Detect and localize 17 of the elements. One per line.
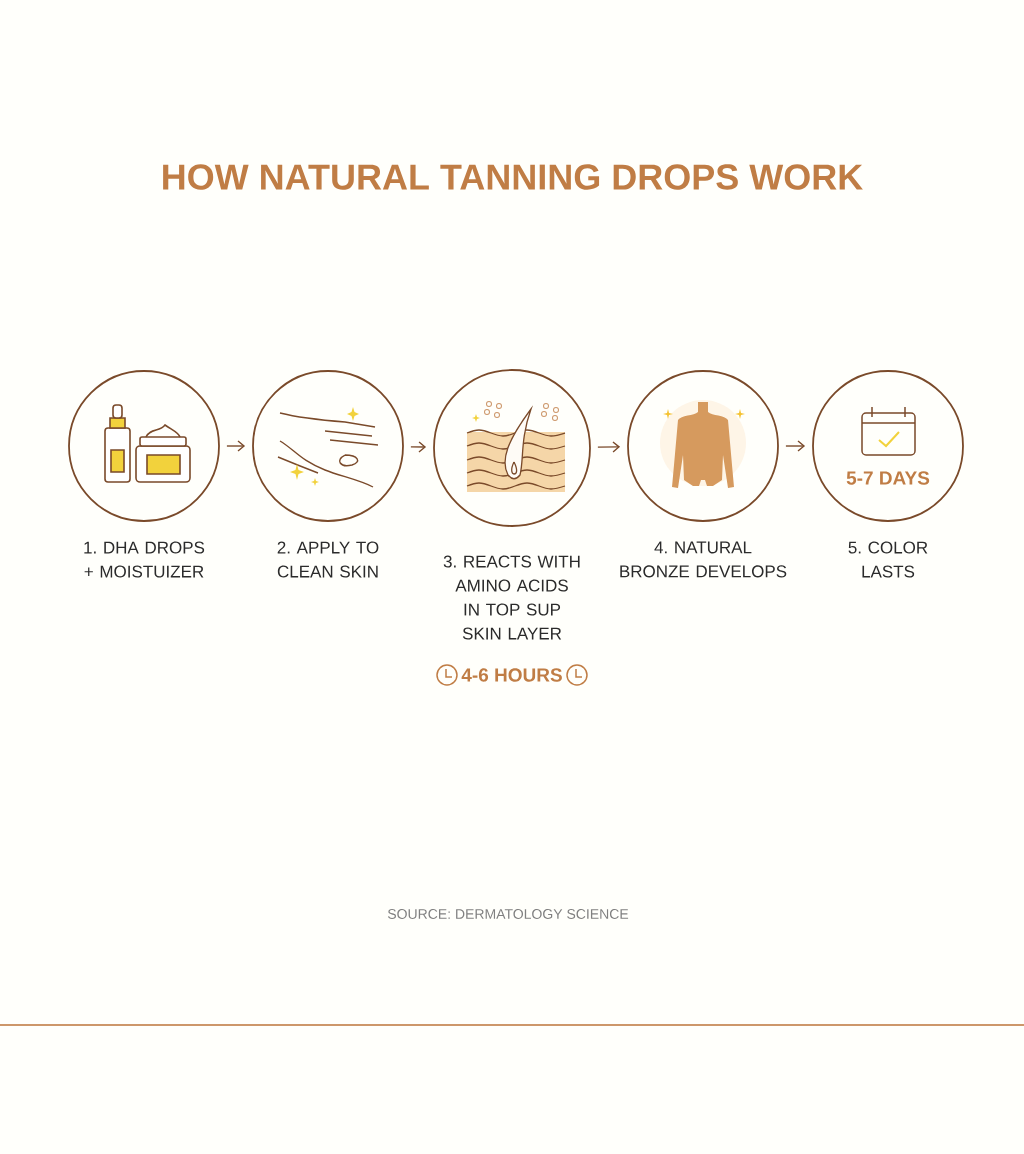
step-circle (433, 369, 591, 527)
step-label: 2. APPLY TO CLEAN SKIN (277, 541, 379, 578)
arrow (410, 441, 427, 453)
source-note: SOURCE: DERMATOLOGY SCIENCE (387, 909, 629, 919)
step-label: 5. COLOR LASTS (848, 541, 928, 578)
title: HOW NATURAL TANNING DROPS WORK (163, 164, 863, 190)
step-circle (68, 370, 220, 522)
arrow (597, 441, 621, 453)
step-circle (627, 370, 779, 522)
arrow (785, 440, 806, 452)
duration-text: 5-7 DAYS (846, 471, 930, 485)
step-label: 4. NATURAL BRONZE DEVELOPS (620, 541, 787, 578)
step-circle (252, 370, 404, 522)
step-label: 1. DHA DROPS + MOISTUIZER (84, 541, 205, 578)
step-label: 3. REACTS WITH AMINO ACIDS IN TOP SUP SKIN LAYER (443, 555, 580, 640)
arrow (226, 440, 246, 452)
duration-text: 4-6 HOURS (461, 668, 562, 682)
